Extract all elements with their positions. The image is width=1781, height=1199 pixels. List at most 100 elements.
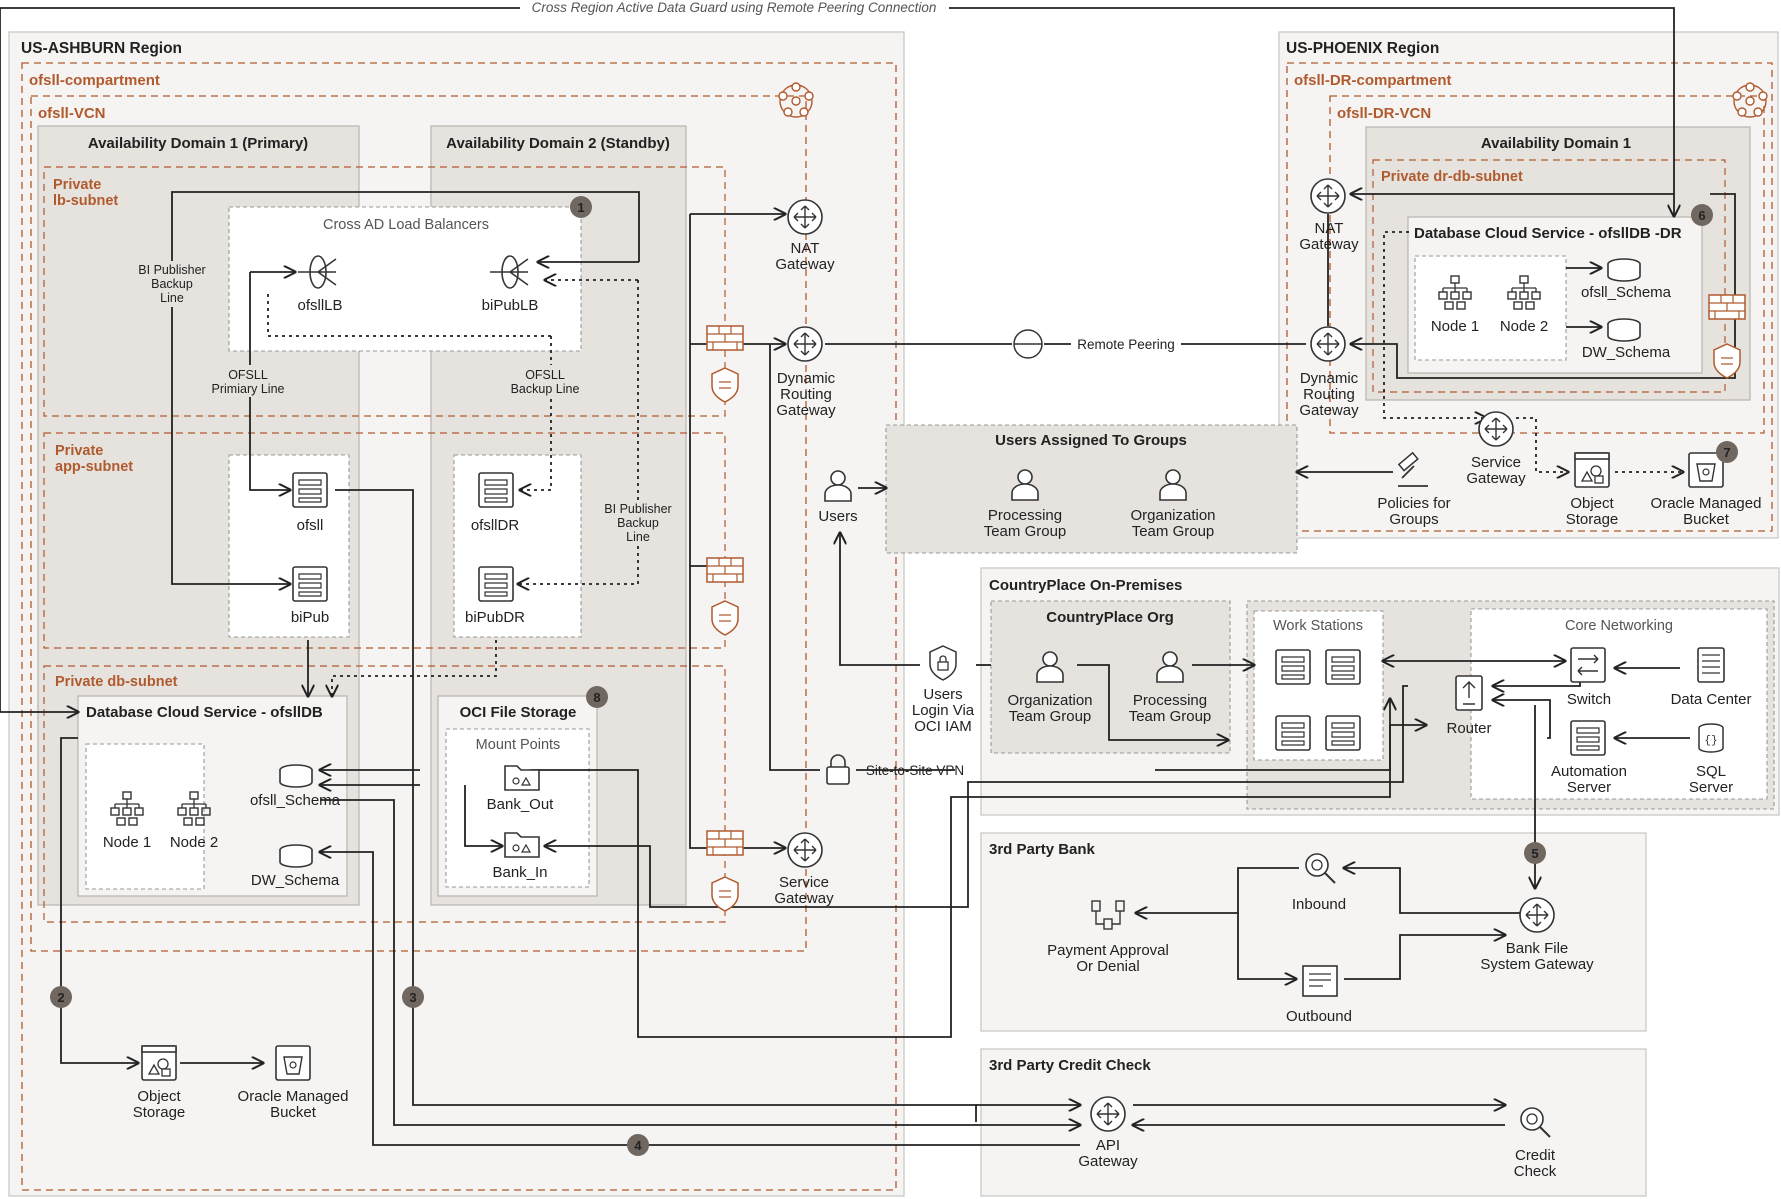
api-gateway-label-2: Gateway [1078,1153,1138,1170]
firewall-icon-3 [706,830,744,856]
managed-bucket-label-2: Bucket [270,1104,317,1121]
ofsll-primary-label: OFSLL Primiary Line [198,365,298,397]
vpn-line-2 [856,725,1426,771]
bank-out-folder-icon [504,765,540,791]
db-to-objstore [60,737,138,1063]
core-networking-box [1470,608,1768,800]
phoenix-bucket-label-2: Bucket [1683,511,1730,528]
ofsll-to-files [335,489,977,1122]
users-groups-g1-1: Processing [988,507,1062,524]
users-login-label-1: Users [923,686,962,703]
phoenix-dw-db-icon [1607,318,1641,342]
svg-text:BI Publisher: BI Publisher [138,263,205,277]
schema-to-api [320,799,1080,1125]
phoenix-obj-label-2: Storage [1566,511,1619,528]
onprem-title: CountryPlace On-Premises [989,577,1182,594]
nat-label-1: NAT [791,240,820,257]
bank-in-folder-icon [504,832,540,858]
inbound-label: Inbound [1292,896,1346,913]
users-groups-g1-2: Team Group [984,523,1067,540]
ofslldr-server-icon [478,472,514,508]
svg-text:Primiary Line: Primiary Line [212,382,285,396]
mount-points-title: Mount Points [476,737,561,753]
phoenix-nodes-box [1414,255,1567,361]
app-subnet-title-2: app-subnet [55,459,133,475]
remote-peering-label: Remote Peering [1077,337,1175,352]
ashburn-compartment [21,62,897,1191]
firewall-icon-1 [706,325,744,351]
svg-text:4: 4 [634,1138,642,1153]
router-label: Router [1446,720,1491,737]
datacenter-rack-icon [1697,647,1725,683]
svg-text:OFSLL: OFSLL [228,368,268,382]
ofsll-label: ofsll [297,517,324,534]
node1-label: Node 1 [103,834,151,851]
object-storage-label-2: Storage [133,1104,186,1121]
ofsll-schema-db-icon [279,764,313,788]
ofslldr-label: ofsllDR [471,517,520,534]
managed-bucket-icon [275,1045,311,1081]
dr-to-sgw [1383,231,1486,418]
db-nodes-box [85,743,205,890]
phoenix-firewall-icon [1708,294,1746,320]
svg-text:Backup: Backup [617,516,659,530]
drg-label-3: Gateway [776,402,836,419]
auto-to-router [1493,700,1551,739]
phoenix-sgw-label-2: Gateway [1466,470,1526,487]
vertical-gw-line [689,214,785,848]
bank-gateway-icon [1519,897,1555,933]
phoenix-drg-label-1: Dynamic [1300,370,1359,387]
inbound-to-payment [1136,867,1299,913]
bank-gateway-label-1: Bank File [1506,940,1569,957]
bank-title: 3rd Party Bank [989,841,1096,858]
phoenix-sgw-icon [1478,411,1514,447]
phoenix-db-service-title: Database Cloud Service - ofsllDB -DR [1414,225,1682,242]
object-storage-icon [141,1045,177,1081]
phoenix-vcn-title: ofsll-DR-VCN [1337,105,1431,122]
badge-4: 4 [627,1134,649,1156]
phoenix-db-subnet-box [1372,159,1726,393]
users-groups-title: Users Assigned To Groups [995,432,1187,449]
app-ad1-box [228,454,350,638]
badge-5: 5 [1524,842,1546,864]
core-networking-title: Core Networking [1565,618,1673,634]
phoenix-db-subnet-title: Private dr-db-subnet [1381,169,1523,185]
svg-text:BI Publisher: BI Publisher [604,502,671,516]
phoenix-drg-label-3: Gateway [1299,402,1359,419]
drg-label-1: Dynamic [777,370,836,387]
db-subnet-box [43,665,726,923]
sgw-to-obj [1516,417,1568,472]
svg-text:Backup Line: Backup Line [511,382,580,396]
bipubdr-label: biPubDR [465,609,525,626]
ofsll-backup-label: OFSLL Backup Line [500,365,590,397]
onprem-g1-1: Organization [1007,692,1092,709]
router-icon [1455,675,1483,711]
svg-text:8: 8 [593,690,600,705]
svg-text:Backup: Backup [151,277,193,291]
onprem-g2-1: Processing [1133,692,1207,709]
db-subnet-title: Private db-subnet [55,674,178,690]
lb-subnet-title-2: lb-subnet [53,193,118,209]
svg-text:3: 3 [409,990,416,1005]
automation-label-1: Automation [1551,763,1627,780]
switch-label: Switch [1567,691,1611,708]
phoenix-bucket-label-1: Oracle Managed [1651,495,1762,512]
phoenix-drg-icon [1310,326,1346,362]
db-service-title: Database Cloud Service - ofsllDB [86,704,323,721]
containers [8,31,1780,1197]
ofsll-server-icon [292,472,328,508]
ad1-title: Availability Domain 1 (Primary) [88,135,308,152]
svg-text:2: 2 [57,990,64,1005]
bi-backup-left-label: BI Publisher Backup Line [128,261,220,307]
phoenix-obj-label-1: Object [1570,495,1614,512]
badge-8: 8 [586,686,608,708]
payment-label-1: Payment Approval [1047,942,1169,959]
svg-text:6: 6 [1698,208,1705,223]
bipublb-label: biPubLB [482,297,539,314]
users-login-label-2: Login Via [912,702,975,719]
svg-text:1: 1 [577,200,584,215]
workstation-icon-4 [1325,715,1361,751]
phoenix-ad1-title: Availability Domain 1 [1481,135,1631,152]
org-title: CountryPlace Org [1046,609,1174,626]
workstations-title: Work Stations [1273,618,1363,634]
